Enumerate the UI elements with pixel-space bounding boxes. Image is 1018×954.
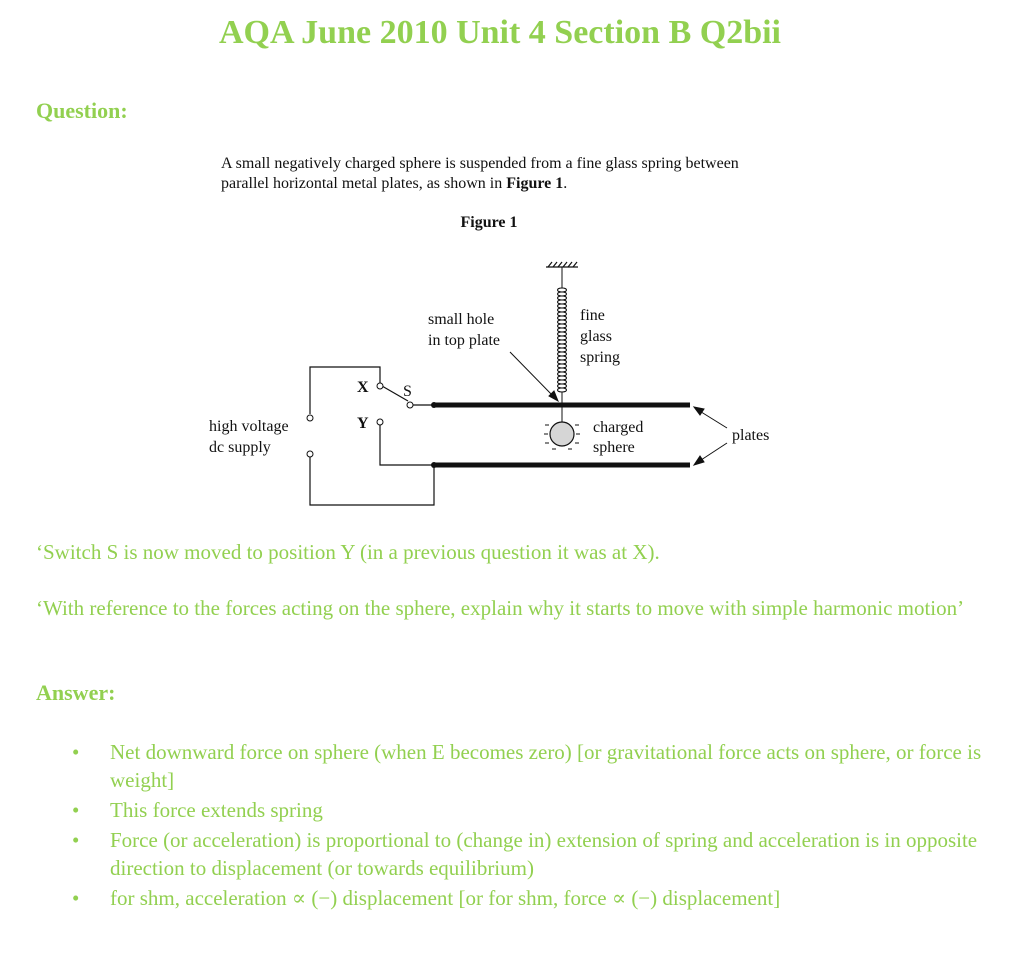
intro-line-2-prefix: parallel horizontal metal plates, as sho… [221, 175, 507, 192]
answer-heading: Answer: [36, 680, 115, 706]
circuit-wires [309, 366, 435, 506]
intro-line-2: parallel horizontal metal plates, as sho… [221, 174, 821, 194]
label-spring: spring [580, 349, 620, 366]
question-heading: Question: [36, 98, 128, 123]
label-sphere: sphere [593, 439, 635, 456]
answer-item: • Force (or acceleration) is proportional… [0, 826, 1000, 882]
answer-heading-text: Answer [36, 680, 109, 705]
question-line-1: ‘Switch S is now moved to position Y (in… [36, 540, 660, 564]
bullet-icon: • [72, 740, 80, 764]
intro-line-1: A small negatively charged sphere is sus… [221, 155, 739, 172]
question-line-2: ‘With reference to the forces acting on … [36, 596, 965, 620]
circuit-terminals [306, 382, 414, 458]
junction-dots [431, 402, 437, 468]
charged-sphere [544, 421, 580, 450]
question-intro: A small negatively charged sphere is sus… [221, 154, 821, 194]
bullet-icon: • [72, 828, 80, 852]
answer-text: This force extends spring [110, 798, 323, 822]
label-fine: fine [580, 307, 605, 324]
label-x: X [357, 379, 369, 396]
label-dc-supply: dc supply [209, 439, 271, 456]
intro-figure-ref: Figure 1 [506, 175, 564, 192]
answer-list: • Net downward force on sphere (when E be… [0, 738, 1000, 914]
label-charged: charged [593, 419, 643, 436]
bullet-icon: • [72, 886, 80, 910]
hole-arrow [509, 351, 559, 403]
plates-arrows [692, 406, 728, 466]
label-plates: plates [732, 427, 769, 444]
answer-text: for shm, acceleration ∝ (−) displacement… [110, 886, 781, 910]
answer-text: Net downward force on sphere (when E bec… [110, 740, 982, 792]
answer-item: • Net downward force on sphere (when E be… [0, 738, 1000, 794]
ceiling-support [546, 261, 578, 268]
page-title: AQA June 2010 Unit 4 Section B Q2bii [218, 14, 781, 51]
bullet-icon: • [72, 798, 80, 822]
label-glass: glass [580, 328, 612, 345]
intro-line-2-suffix: . [563, 175, 568, 192]
answer-item: • This force extends spring [0, 796, 1000, 824]
answer-heading-colon: : [108, 680, 116, 705]
label-in-top-plate: in top plate [428, 332, 500, 349]
label-y: Y [357, 415, 369, 432]
glass-spring [557, 267, 567, 422]
figure-caption: Figure 1 [460, 214, 518, 231]
answer-item: • for shm, acceleration ∝ (−) displacemen… [0, 884, 1000, 912]
label-high-voltage: high voltage [209, 418, 289, 435]
answer-text: Force (or acceleration) is proportional … [110, 828, 978, 880]
label-switch-s: S [403, 383, 412, 400]
label-small-hole: small hole [428, 311, 494, 328]
